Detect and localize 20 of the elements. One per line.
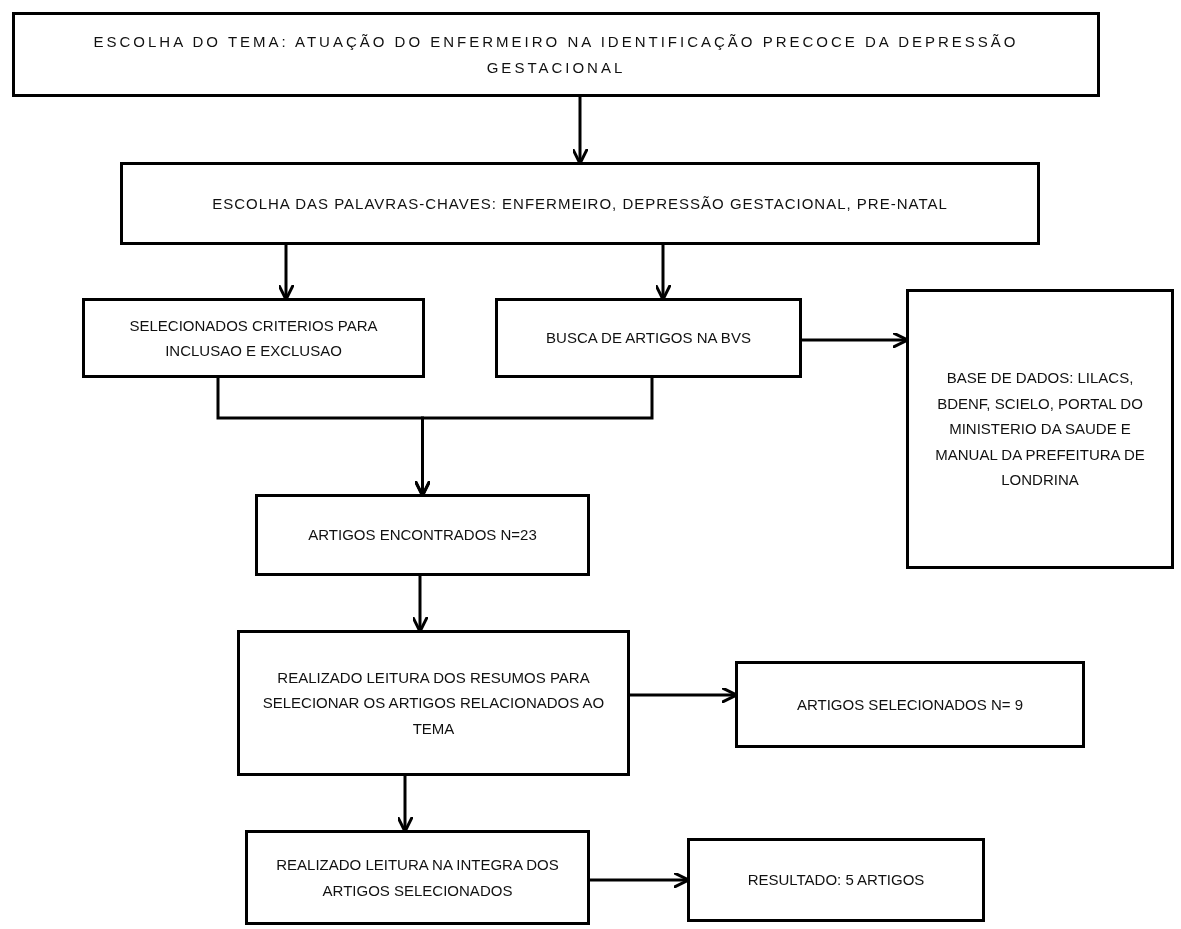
process-box (255, 494, 590, 576)
process-box (82, 298, 425, 378)
box-text: REALIZADO LEITURA DOS RESUMOS PARA SELECIONAR OS ARTIGOS RELACIONADOS AO TEMA (261, 667, 606, 739)
process-box (687, 838, 985, 922)
box-text: ESCOLHA DAS PALAVRAS-CHAVES: ENFERMEIRO, DEPRESSÃO GESTACIONAL, PRE-NATAL (212, 193, 948, 214)
box-text: RESULTADO: 5 ARTIGOS (747, 870, 925, 891)
process-box (237, 630, 630, 776)
process-box (12, 12, 1100, 97)
box-text: REALIZADO LEITURA NA INTEGRA DOS ARTIGOS SELECIONADOS (275, 855, 560, 901)
process-box (245, 830, 590, 925)
process-box (120, 162, 1040, 245)
box-text: BASE DE DADOS: LILACS, BDENF, SCIELO, PORTAL DO MINISTERIO DA SAUDE E MANUAL DA PREFEITURA DE LONDRINA (934, 368, 1146, 491)
box-text: ESCOLHA DO TEMA: ATUAÇÃO DO ENFERMEIRO NA IDENTIFICAÇÃO PRECOCE DA DEPRESSÃO GESTACIONAL (92, 32, 1020, 78)
process-box (495, 298, 802, 378)
process-box (735, 661, 1085, 748)
process-box (906, 289, 1174, 569)
box-text: ARTIGOS ENCONTRADOS N=23 (308, 525, 537, 546)
box-text: ARTIGOS SELECIONADOS N= 9 (796, 694, 1023, 715)
box-text: BUSCA DE ARTIGOS NA BVS (546, 328, 751, 349)
box-text: SELECIONADOS CRITERIOS PARA INCLUSAO E EXCLUSAO (128, 315, 379, 361)
